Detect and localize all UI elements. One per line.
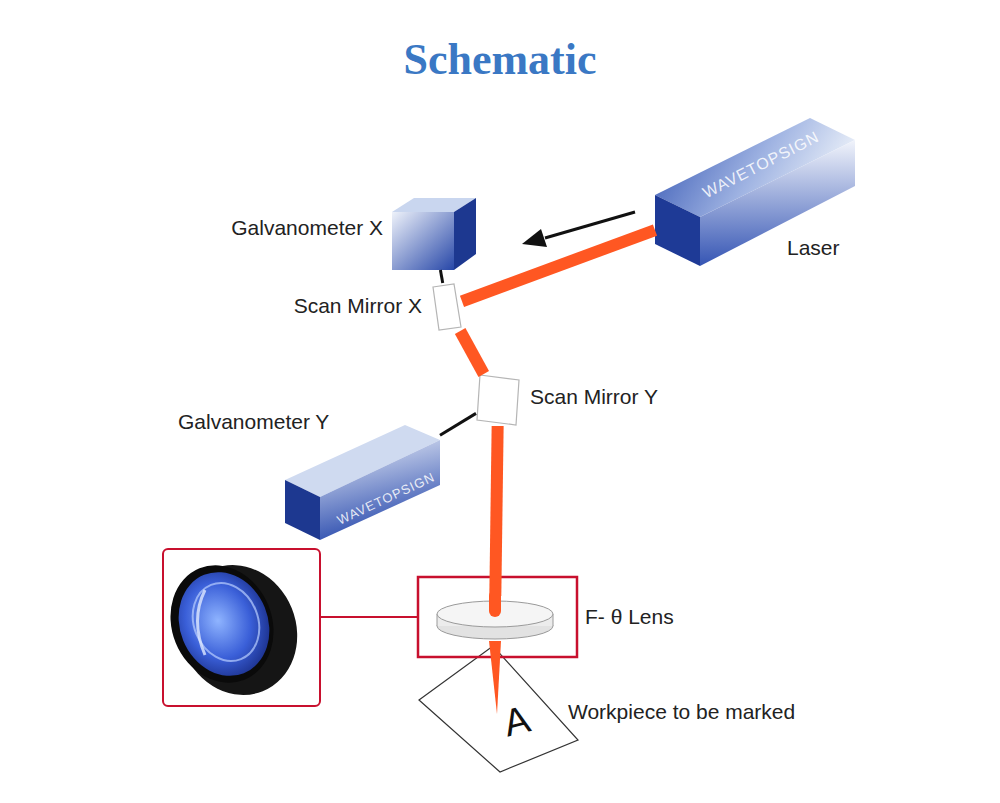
galvanometer-x: Galvanometer X	[392, 198, 476, 270]
part-label: F- θ Lens	[585, 605, 674, 629]
marked-letter: A	[500, 699, 534, 744]
laser-source: WAVETOPSIGN Laser	[655, 118, 855, 268]
title: Schematic	[0, 34, 1000, 86]
f-theta-lens: F- θ Lens	[435, 596, 555, 642]
scan-mirror-y: Scan Mirror Y	[476, 374, 520, 426]
scan-mirror-x-shape	[432, 283, 462, 331]
laser-beam	[462, 230, 655, 301]
part-label: Galvanometer Y	[178, 410, 329, 434]
laser-beam	[460, 331, 484, 374]
scan-mirror-y-shape	[476, 374, 520, 426]
galvanometer-y-shape	[285, 425, 440, 540]
f-theta-lens-shape	[435, 596, 555, 642]
galvanometer-x-shape	[392, 198, 476, 270]
brand-watermark: WAVETOPSIGN	[700, 128, 822, 202]
laser-beam	[495, 426, 497, 596]
brand-watermark: WAVETOPSIGN	[335, 469, 438, 527]
workpiece: AWorkpiece to be marked	[418, 645, 580, 773]
inset-frame	[163, 549, 320, 706]
laser-source-shape	[655, 118, 855, 268]
focused-beam	[489, 641, 501, 714]
leader-line	[320, 616, 418, 618]
highlight-frame	[418, 577, 577, 657]
galvo-shaft	[440, 270, 442, 283]
laser-beam	[495, 642, 498, 645]
galvo-shaft	[440, 413, 476, 435]
part-label: Galvanometer X	[231, 216, 383, 240]
scan-mirror-x: Scan Mirror X	[432, 283, 462, 331]
galvanometer-y: Galvanometer YWAVETOPSIGN	[285, 425, 440, 540]
workpiece-shape	[418, 645, 580, 773]
direction-arrow	[522, 212, 635, 247]
part-label: Laser	[787, 236, 840, 260]
part-label: Scan Mirror X	[294, 294, 422, 318]
lens-photo	[153, 547, 316, 713]
part-label: Scan Mirror Y	[530, 385, 658, 409]
part-label: Workpiece to be marked	[568, 700, 795, 724]
